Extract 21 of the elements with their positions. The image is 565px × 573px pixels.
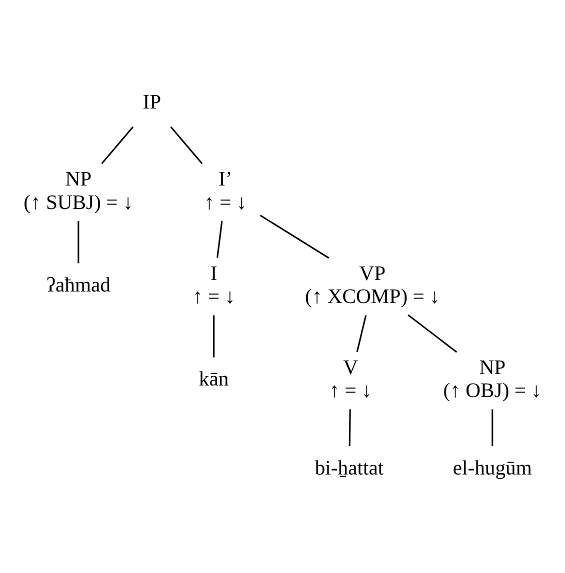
node-text: VP (↑ XCOMP) = ↓ (305, 262, 440, 308)
node-text: ʔaħmad (46, 274, 110, 296)
connector (348, 409, 351, 446)
connector (492, 409, 494, 446)
connector (101, 126, 134, 164)
connector (356, 315, 367, 352)
connector (170, 126, 203, 164)
node-text: IP (142, 91, 162, 114)
node-text: el-hugūm (452, 458, 532, 480)
connector (78, 221, 80, 264)
connector (213, 315, 215, 358)
connector (260, 214, 330, 259)
node-text: I’ ↑ = ↓ (204, 168, 247, 214)
node-text: kān (198, 368, 229, 391)
node-text: V ↑ = ↓ (329, 356, 372, 402)
node-text: NP (↑ SUBJ) = ↓ (24, 168, 134, 214)
node-text: bi-ẖattat (314, 458, 384, 480)
node-text: NP (↑ OBJ) = ↓ (443, 356, 542, 402)
connector (216, 221, 223, 258)
node-text: I ↑ = ↓ (192, 262, 236, 308)
connector (408, 314, 458, 353)
